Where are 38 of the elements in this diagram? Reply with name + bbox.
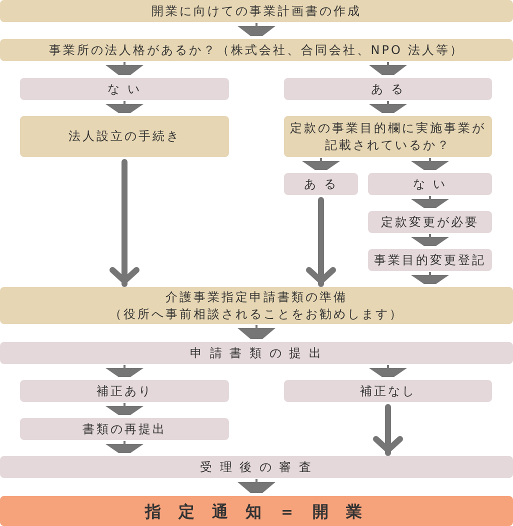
result-box — [0, 496, 513, 526]
process-box — [20, 116, 229, 157]
step-text: 事業目的変更登記 — [374, 252, 486, 268]
step-text: 指 定 通 知 ＝ 開 業 — [144, 502, 368, 520]
step-text: 申 請 書 類 の 提 出 — [190, 344, 323, 362]
step-text: あ る — [304, 176, 338, 192]
step-text: （役所へ事前相談されることをお勧めします） — [110, 306, 404, 322]
process-box — [20, 418, 229, 440]
process-box — [0, 0, 513, 22]
step-text: 開業に向けての事業計画書の作成 — [152, 2, 362, 20]
arrow — [373, 404, 403, 456]
step-text: な い — [413, 176, 447, 192]
step-text: 介護事業指定申請書類の準備 — [166, 288, 348, 306]
process-box — [0, 342, 513, 364]
step-text: 補正なし — [360, 382, 416, 400]
process-box — [368, 211, 492, 233]
branch-box — [284, 380, 492, 402]
decision-box — [0, 39, 513, 61]
step-text: 補正あり — [96, 382, 152, 400]
process-box — [368, 249, 492, 271]
step-text: 受 理 後 の 審 査 — [200, 458, 314, 476]
decision-box — [284, 116, 492, 157]
step-text: 定款変更が必要 — [381, 214, 479, 230]
branch-box — [368, 173, 492, 195]
step-text: な い — [108, 80, 142, 98]
step-text: 書類の再提出 — [82, 420, 166, 438]
step-text: 事業所の法人格があるか？（株式会社、合同会社、NPO 法人等） — [48, 42, 464, 58]
process-box — [0, 456, 513, 478]
step-text: 定款の事業目的欄に実施事業が記載されているか？ — [290, 120, 486, 154]
arrow — [110, 159, 140, 287]
arrow — [306, 197, 336, 287]
step-text: あ る — [371, 80, 405, 98]
step-text: 法人設立の手続き — [68, 128, 180, 145]
process-box — [0, 287, 513, 324]
branch-box — [20, 380, 229, 402]
branch-box — [20, 78, 229, 100]
branch-box — [284, 173, 358, 195]
branch-box — [284, 78, 492, 100]
